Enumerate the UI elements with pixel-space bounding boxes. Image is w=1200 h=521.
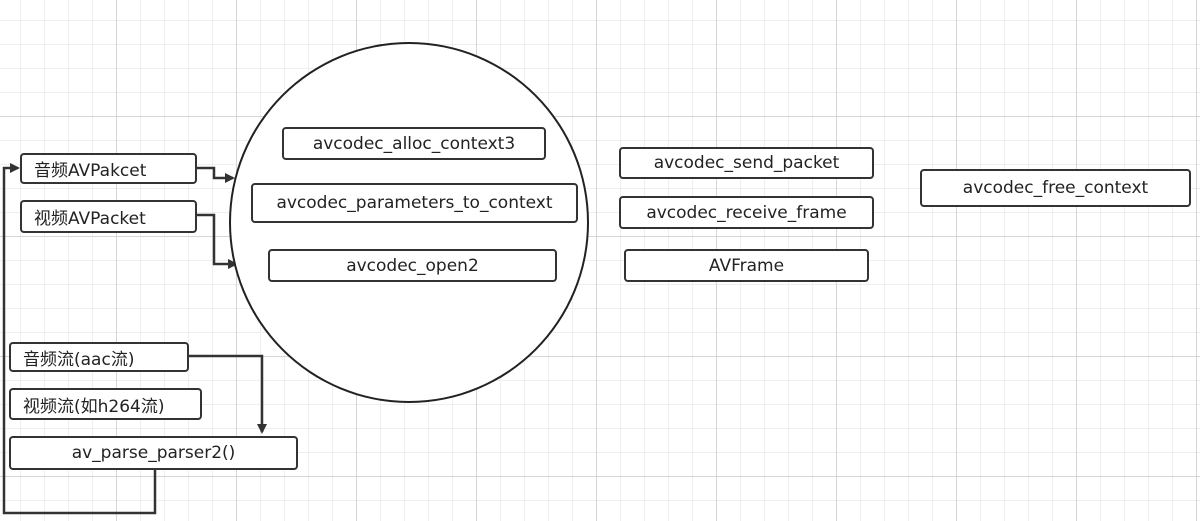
- video-stream-box[interactable]: 视频流(如h264流): [9, 388, 202, 420]
- avcodec-parameters-to-context-box[interactable]: avcodec_parameters_to_context: [251, 183, 578, 223]
- audio-stream-to-parser-arrow: [189, 354, 267, 434]
- audio-packet-to-decoder-arrow: [197, 166, 235, 183]
- avframe-box[interactable]: AVFrame: [624, 249, 869, 282]
- avcodec-send-packet-box[interactable]: avcodec_send_packet: [619, 147, 874, 179]
- audio-stream-box[interactable]: 音频流(aac流): [9, 342, 189, 372]
- avcodec-alloc-context3-box[interactable]: avcodec_alloc_context3: [282, 127, 546, 160]
- avcodec-receive-frame-box[interactable]: avcodec_receive_frame: [619, 196, 874, 229]
- avcodec-free-context-box[interactable]: avcodec_free_context: [920, 169, 1191, 207]
- video-packet-to-decoder-arrow: [197, 213, 238, 269]
- video-avpacket-box[interactable]: 视频AVPacket: [20, 200, 197, 233]
- feedback-loop-arrow: [2, 163, 157, 515]
- audio-avpacket-box[interactable]: 音频AVPakcet: [20, 153, 197, 184]
- avcodec-open2-box[interactable]: avcodec_open2: [268, 249, 557, 282]
- av-parse-parser2-box[interactable]: av_parse_parser2(): [9, 436, 298, 470]
